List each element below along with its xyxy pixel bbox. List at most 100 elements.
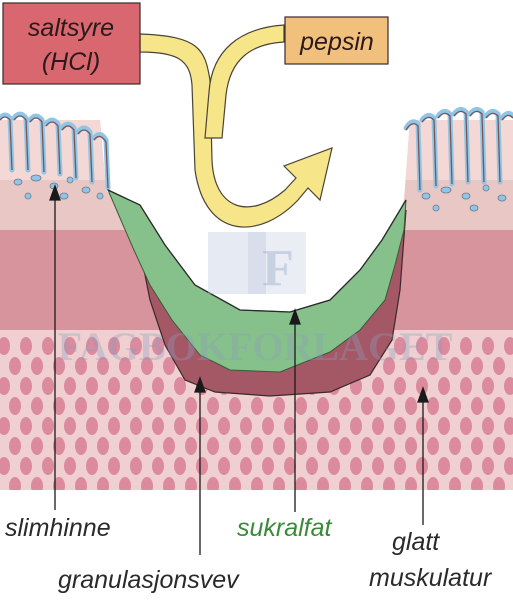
muscle-cells xyxy=(0,337,513,490)
muscle-cell xyxy=(229,437,241,455)
muscle-cell xyxy=(97,397,109,415)
muscle-cell xyxy=(152,337,164,355)
muscle-cell xyxy=(339,477,351,490)
muscle-cell xyxy=(141,437,153,455)
muscle-cell xyxy=(86,377,98,395)
muscle-cell xyxy=(64,457,76,475)
muscle-cell xyxy=(394,457,406,475)
muscle-cell xyxy=(130,417,142,435)
muscle-cell xyxy=(383,437,395,455)
muscle-cell xyxy=(141,477,153,490)
muscle-cell xyxy=(20,337,32,355)
muscle-cell xyxy=(196,417,208,435)
watermark: F FAGBOKFORLAGET xyxy=(58,232,453,369)
muscle-cell xyxy=(251,397,263,415)
muscle-cell xyxy=(383,357,395,375)
muscle-cell xyxy=(9,477,21,490)
muscle-cell xyxy=(108,417,120,435)
gland-dots xyxy=(13,174,507,212)
muscle-cell xyxy=(86,457,98,475)
muscle-cell xyxy=(196,457,208,475)
muscle-cell xyxy=(350,457,362,475)
muscle-cell xyxy=(0,377,10,395)
muscle-cell xyxy=(64,337,76,355)
muscle-cell xyxy=(130,337,142,355)
muscle-cell xyxy=(504,337,513,355)
muscle-cell xyxy=(207,397,219,415)
muscle-cell xyxy=(284,457,296,475)
muscle-cell xyxy=(152,377,164,395)
muscle-cell xyxy=(251,437,263,455)
muscle-cell xyxy=(460,457,472,475)
muscle-cell xyxy=(262,457,274,475)
hcl-label-line2: (HCl) xyxy=(42,48,100,76)
muscle-cell xyxy=(64,377,76,395)
muscle-cell xyxy=(20,457,32,475)
muscle-cell xyxy=(31,397,43,415)
villi-left xyxy=(0,111,111,191)
muscle-cell xyxy=(42,457,54,475)
muscle-cell xyxy=(394,377,406,395)
muscle-cell xyxy=(108,337,120,355)
label-muskulatur: muskulatur xyxy=(369,564,493,592)
muscle-cell xyxy=(163,397,175,415)
muscle-cell xyxy=(482,337,494,355)
label-sukralfat: sukralfat xyxy=(237,514,333,542)
muscle-cell xyxy=(361,437,373,455)
sukralfat-top-edge xyxy=(107,189,407,313)
muscle-cell xyxy=(361,397,373,415)
muscle-cell xyxy=(383,477,395,490)
muscle-cell xyxy=(163,437,175,455)
muscle-cell xyxy=(460,377,472,395)
muscle-cell xyxy=(53,437,65,455)
muscle-cell xyxy=(174,457,186,475)
muscle-cell xyxy=(174,417,186,435)
muscle-cell xyxy=(471,477,483,490)
muscle-cell xyxy=(240,417,252,435)
muscle-cell xyxy=(273,397,285,415)
muscle-cell xyxy=(416,337,428,355)
muscle-cell xyxy=(9,357,21,375)
muscle-cell xyxy=(317,397,329,415)
muscle-cell xyxy=(42,377,54,395)
muscle-cell xyxy=(405,437,417,455)
muscle-cell xyxy=(339,437,351,455)
muscle-cell xyxy=(141,397,153,415)
muscle-cell xyxy=(504,457,513,475)
label-glatt: glatt xyxy=(392,528,440,556)
watermark-letter: F xyxy=(262,240,294,297)
muscle-cell xyxy=(438,337,450,355)
pointer-arrows xyxy=(49,184,429,555)
muscle-cell xyxy=(185,477,197,490)
muscle-cell xyxy=(97,477,109,490)
muscle-cell xyxy=(394,337,406,355)
muscle-cell xyxy=(273,477,285,490)
muscle-cell xyxy=(141,357,153,375)
muscle-cell xyxy=(86,417,98,435)
muscle-cell xyxy=(493,357,505,375)
muscle-cell xyxy=(75,357,87,375)
muscle-cell xyxy=(31,357,43,375)
muscle-cell xyxy=(394,417,406,435)
muscle-cell xyxy=(306,457,318,475)
muscle-cell xyxy=(130,377,142,395)
muscle-cell xyxy=(53,397,65,415)
muscle-cell xyxy=(416,377,428,395)
muscle-cell xyxy=(471,357,483,375)
muscle-cell xyxy=(42,417,54,435)
muscle-cell xyxy=(405,477,417,490)
muscle-cell xyxy=(295,477,307,490)
muscle-cell xyxy=(240,457,252,475)
muscle-cell xyxy=(427,357,439,375)
muscle-cell xyxy=(372,457,384,475)
muscle-cell xyxy=(372,377,384,395)
muscle-cell xyxy=(119,437,131,455)
muscle-cell xyxy=(493,397,505,415)
muscle-cell xyxy=(119,477,131,490)
activation-arrow xyxy=(139,24,333,228)
muscle-cell xyxy=(317,477,329,490)
muscle-cell xyxy=(482,457,494,475)
muscle-cell xyxy=(75,477,87,490)
muscle-cell xyxy=(20,417,32,435)
muscle-cell xyxy=(31,437,43,455)
